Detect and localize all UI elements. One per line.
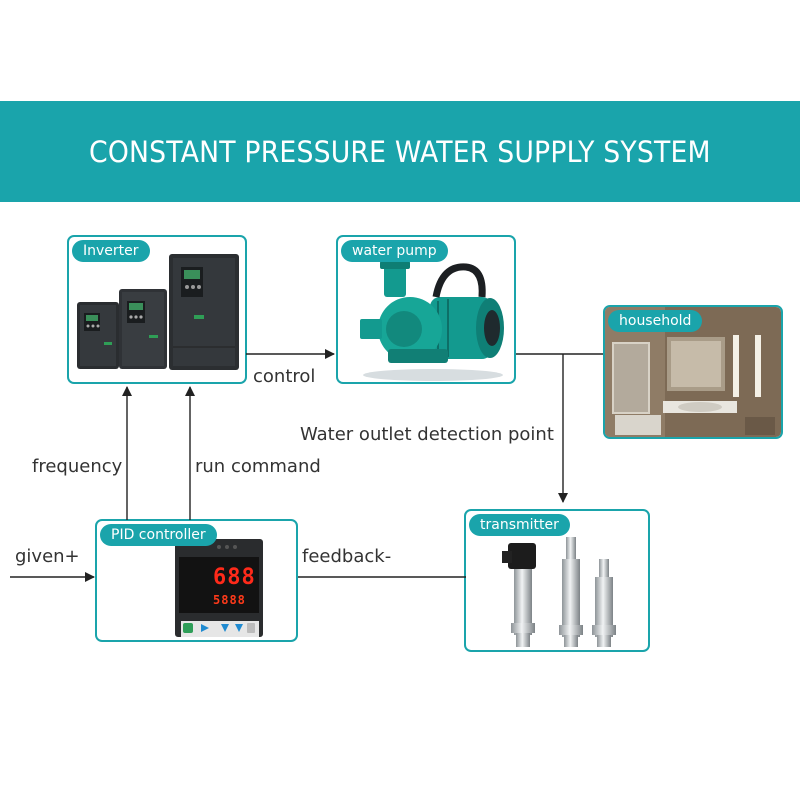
label-run-command: run command <box>195 456 321 477</box>
inverter-box: Inverter <box>67 235 247 384</box>
transmitter-box: transmitter <box>464 509 650 652</box>
water-pump-image <box>360 261 504 381</box>
household-label: household <box>608 310 703 332</box>
label-control: control <box>253 366 316 387</box>
label-outlet-detection: Water outlet detection point <box>300 424 554 445</box>
transmitter-label: transmitter <box>469 514 570 536</box>
label-given: given+ <box>15 546 80 567</box>
water-pump-box: water pump <box>336 235 516 384</box>
pid-controller-label: PID controller <box>100 524 217 546</box>
pid-controller-body <box>175 539 263 637</box>
water-pump-label: water pump <box>341 240 448 262</box>
inverter-image <box>77 254 239 370</box>
pid-controller-box: PID controller 688 5888 <box>95 519 298 642</box>
label-frequency: frequency <box>32 456 123 477</box>
household-box: household <box>603 305 783 439</box>
title-banner: CONSTANT PRESSURE WATER SUPPLY SYSTEM <box>0 101 800 202</box>
transmitter-image <box>502 537 616 647</box>
pid-display-top: 688 <box>213 565 256 590</box>
inverter-label: Inverter <box>72 240 150 262</box>
pid-display-bottom: 5888 <box>213 593 246 607</box>
page-title: CONSTANT PRESSURE WATER SUPPLY SYSTEM <box>89 134 711 169</box>
label-feedback: feedback- <box>302 546 392 567</box>
